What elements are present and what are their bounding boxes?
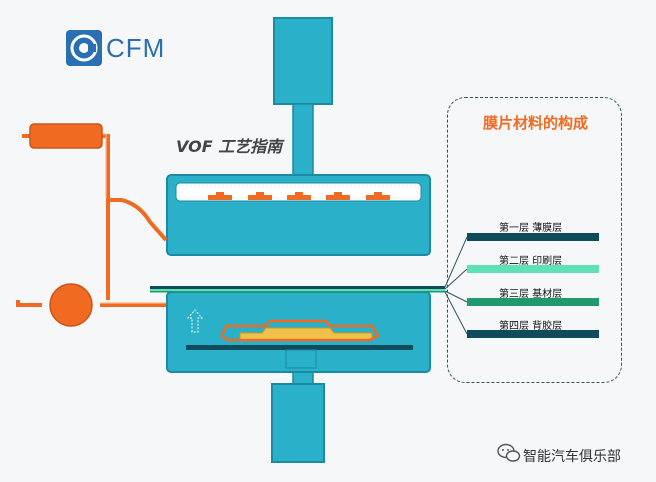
legend-connectors: [444, 236, 468, 335]
silencer-box: [29, 123, 103, 149]
diagram-title: VOF 工艺指南: [176, 137, 283, 156]
cfm-logo-icon: [66, 30, 102, 66]
layer-label-1: 第一层 薄膜层: [499, 223, 563, 234]
substrate-part: [220, 319, 380, 342]
upper-press-column: [273, 17, 333, 177]
layer-bar-4: [467, 330, 599, 338]
watermark-text: 智能汽车俱乐部: [523, 449, 621, 465]
layer-label-3: 第三层 基材层: [499, 289, 563, 300]
layer-bar-3: [467, 298, 599, 306]
brand-logo-text: CFM: [106, 33, 166, 63]
legend-layer-bars: [467, 233, 599, 338]
wechat-icon: [497, 443, 521, 467]
layer-bar-2: [467, 265, 599, 273]
layer-label-2: 第二层 印刷层: [499, 256, 563, 267]
lower-press-column: [271, 367, 325, 463]
heater-elements: [208, 192, 390, 200]
vacuum-piping: [16, 134, 168, 307]
vacuum-pump-icon: [49, 283, 93, 327]
up-arrow-icon: [186, 309, 204, 333]
layer-bar-1: [467, 233, 599, 241]
material-legend: 膜片材料的构成: [447, 97, 622, 383]
layer-label-4: 第四层 背胶层: [499, 321, 563, 332]
legend-title: 膜片材料的构成: [482, 114, 588, 132]
piping-highlight: [100, 133, 166, 304]
upper-chamber: [166, 174, 431, 256]
film-sheet: [150, 286, 445, 293]
